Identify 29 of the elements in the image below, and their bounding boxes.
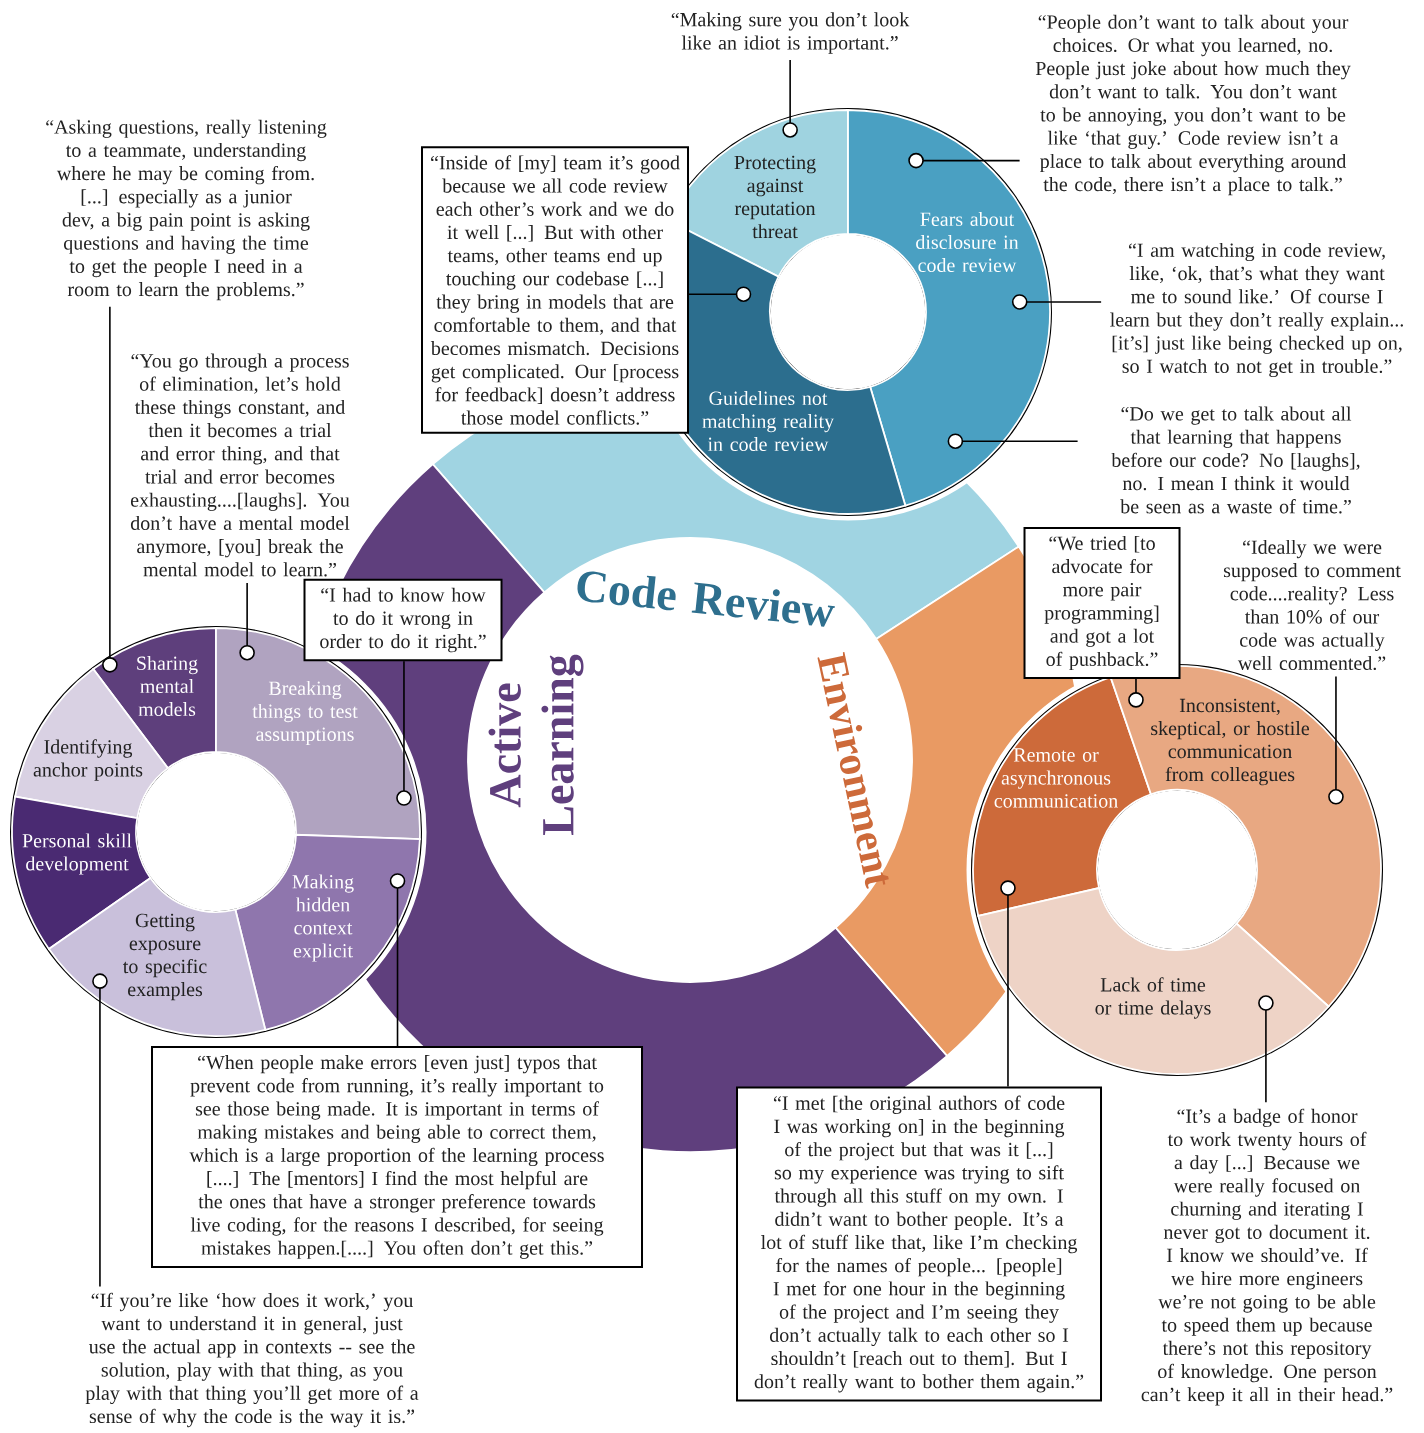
leader-line <box>1011 294 1102 310</box>
quote-text: “It’s a badge of honor to work twenty hours of a day [...] Because we were really focused on churning and iterating I never got to document it. I know we should’ve. If we hire more engineers we’re not going to be able to speed them up because there’s not this repository of knowledge. One person can’t keep it all in their head.” <box>1141 1108 1393 1406</box>
quote-text: “If you’re like ‘how does it work,’ you want to understand it in general, just use the actual app in contexts -- see the solution, play with that thing, as you play with that thing you’ll get more of a sense of why the code is the way it is.” <box>85 1292 419 1428</box>
donut-segment: Getting exposure to specific examples <box>48 877 267 1037</box>
donut-segment: Making hidden context explicit <box>234 833 421 1031</box>
leader-line <box>1128 678 1144 708</box>
quote-text: “Making sure you don’t look like an idiot is important.” <box>671 12 910 54</box>
leader-line <box>239 582 255 661</box>
leader-line <box>1328 675 1344 805</box>
leader-line <box>1258 995 1274 1104</box>
quote-box: “When people make errors [even just] typos that prevent code from running, it’s really important to see those being made. It is important in terms of making mistakes and being able to correct them, which is a large proportion of the learning process [....] The [mentors] I find the most helpful are the ones that have a stronger preference towards live coding, for the reasons I described, for seeing mistakes happen.[....] You often don’t get this.” <box>151 1046 643 1268</box>
donut-segment: Remote or asynchronous communication <box>972 676 1152 917</box>
leader-line <box>92 973 108 1288</box>
quote-text: “Asking questions, really listening to a teammate, understanding where he may be coming from. [...] especially as a junior dev, a big pain point is asking questions and having the time to get the people I need in a room to learn the problems.” <box>46 119 327 301</box>
leader-line <box>389 873 406 1047</box>
quote-text: “You go through a process of elimination, let’s hold these things constant, and then it becomes a trial and error thing, and that trial and error becomes exhausting....[laughs]. You don’t have a mental model anymore, [you] break the mental model to learn.” <box>130 353 350 577</box>
leader-line <box>1000 880 1016 1088</box>
quote-box: “Inside of [my] team it’s good because we all code review each other’s work and we do it well [...] But with other teams, other teams end up touching our codebase [...] they bring in models that are comfortable to them, and that becomes mismatch. Decisions get complicated. Our [process for feedback] doesn’t address those model conflicts.” <box>421 146 689 434</box>
quote-box: “We tried [to advocate for more pair programming] and got a lot of pushback.” <box>1023 526 1181 680</box>
quote-text: “I am watching in code review, like, ‘ok, that’s what they want me to sound like.’ Of course I learn but they don’t really explain... [it’s] just like being checked up on, so I watch to not get in trouble.” <box>1110 242 1403 378</box>
quote-box: “I met [the original authors of code I was working on] in the beginning of the project but that was it [...] so my experience was trying to sift through all this stuff on my own. I didn’t want to bother people. It’s a lot of stuff like that, like I’m checking for the names of people... [people] I met for one hour in the beginning of the project and I’m seeing they don’t actually talk to each other so I shouldn’t [reach out to them]. But I don’t really want to bother them again.” <box>736 1086 1102 1402</box>
leader-line <box>396 660 412 806</box>
leader-line <box>908 152 1021 169</box>
quote-text: “Do we get to talk about all that learning that happens before our code? No [laughs], no. I mean I think it would be seen as a waste of time.” <box>1111 406 1360 514</box>
donut-segment: Lack of time or time delays <box>977 887 1330 1075</box>
leader-line <box>688 286 752 303</box>
leader-line <box>782 59 798 138</box>
leader-line <box>947 433 1079 450</box>
leader-line <box>102 305 118 673</box>
